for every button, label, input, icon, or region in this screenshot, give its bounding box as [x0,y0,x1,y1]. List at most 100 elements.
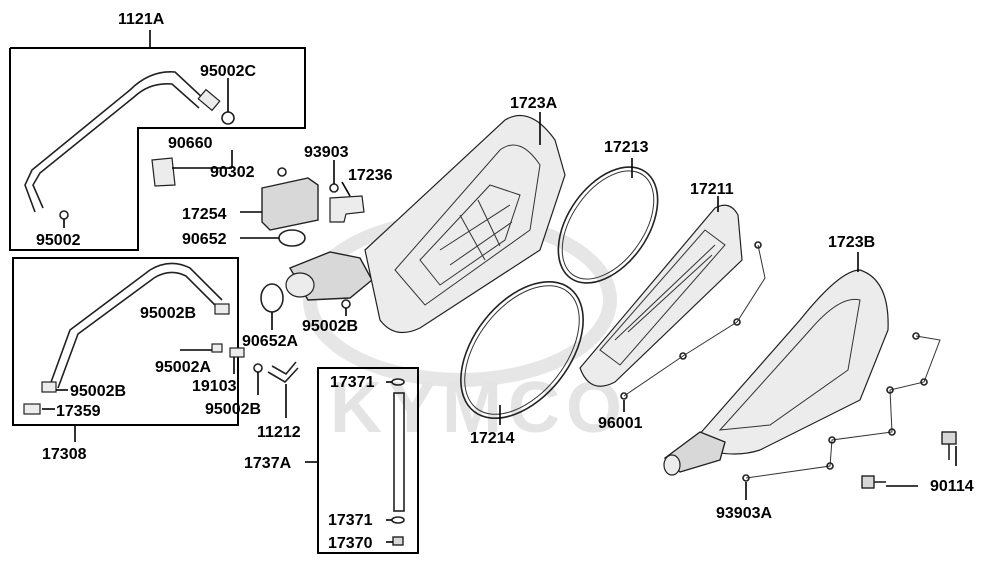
bolt-93903A-b [920,378,928,386]
label-93903: 93903 [304,144,349,161]
label-17371-bottom: 17371 [328,512,373,529]
grid-line-1 [439,204,511,251]
gasket-17213 [557,158,659,284]
label-90302: 90302 [210,164,255,181]
grid-line-3 [459,214,486,261]
gasket-17213-ring [557,166,659,284]
bolt-93903A-a [912,332,920,340]
screw-96001-d [754,241,762,249]
bolt-93903A-d [888,428,896,436]
bolt-93903 [329,183,339,193]
clamp-95002B-upper [214,303,230,315]
label-19103: 19103 [192,378,237,395]
hose-1121A-inner [32,82,200,209]
hose-17308-inner [57,271,217,389]
filter-17211 [579,196,766,412]
label-17308: 17308 [42,446,87,463]
label-11212: 11212 [257,424,301,441]
resonator-17254 [261,177,319,231]
mesh-line-2 [627,254,713,333]
grid-line-2 [449,221,513,266]
clip-95002A [211,343,223,353]
case-1723A-frame [394,144,541,306]
bolt-90114-head-a [941,431,957,445]
intake-mouth [285,272,315,298]
label-17213: 17213 [604,139,649,156]
group-17308 [12,257,239,442]
cover-1723B-face [718,298,861,431]
label-95002: 95002 [36,232,81,249]
cover-1723B-body [688,269,889,455]
gasket-17213-inner [561,170,655,280]
group-1737A [305,367,419,554]
label-17370: 17370 [328,535,373,552]
label-17254: 17254 [182,206,227,223]
label-93903A: 93903A [716,505,772,522]
case-1723A-grid [419,184,521,286]
screw-chain-96001 [623,244,766,397]
label-96001: 96001 [598,415,643,432]
label-17214: 17214 [470,430,515,447]
label-95002C: 95002C [200,63,256,80]
bolt-93903A-g [742,474,750,482]
plug-17370 [392,536,404,546]
fitting-17359 [23,403,41,415]
gasket-17214-inner [464,285,580,415]
box-1737A [317,367,419,554]
hose-11212-inner [271,361,297,376]
label-95002A: 95002A [155,359,211,376]
label-1723A: 1723A [510,95,558,112]
screw-90302 [277,167,287,177]
clip-17371-bottom [391,516,405,524]
bolt-93903A-c [886,386,894,394]
bolt-93903A-e [828,436,836,444]
label-17359: 17359 [56,403,101,420]
screw-96001-a [620,392,628,400]
mesh-line-1 [614,244,716,341]
gasket-17214-ring [460,281,584,419]
label-1723B: 1723B [828,234,875,251]
filter-17211-mesh [599,229,726,366]
label-90660: 90660 [168,135,213,152]
clip-95002B-small [253,363,263,373]
label-95002B-center: 95002B [302,318,358,335]
clip-95002B-center [341,299,351,309]
drain-tube [393,392,405,512]
screw-96001-c [733,318,741,326]
cover-1723B [663,252,889,476]
bolt-93903A-f [826,462,834,470]
clamp-95002C [197,88,221,112]
box-17308 [12,257,239,426]
clamp-90652A [260,283,284,313]
label-95002B-upper: 95002B [140,305,196,322]
label-1737A: 1737A [244,455,292,472]
label-90652: 90652 [182,231,227,248]
box-1121A [9,47,306,251]
group-1121A [9,30,306,251]
hose-11212 [267,367,299,384]
clamp-95002B-lower [41,381,57,393]
clip-95002C [221,111,235,125]
bolts-90114 [861,431,957,489]
bracket-17236 [329,195,365,223]
label-17236: 17236 [348,167,393,184]
label-17371-top: 17371 [330,374,375,391]
label-95002B-lower: 95002B [70,383,126,400]
label-1121A: 1121A [118,11,165,28]
label-90114: 90114 [930,478,974,495]
gasket-17214 [460,281,584,425]
hose-17308 [49,262,223,386]
bolt-chain-93903A [745,335,941,479]
clamp-90652 [278,229,306,247]
label-90652A: 90652A [242,333,298,350]
hose-1121A [24,71,206,213]
bracket-90660 [151,157,176,187]
snorkel-mouth [663,454,681,476]
label-95002B-small: 95002B [205,401,261,418]
clip-95002 [59,210,69,220]
bolts-93903A [742,332,941,500]
fitting-19103 [229,347,245,358]
case-1723A [364,112,566,334]
grid-line-4 [477,199,501,247]
